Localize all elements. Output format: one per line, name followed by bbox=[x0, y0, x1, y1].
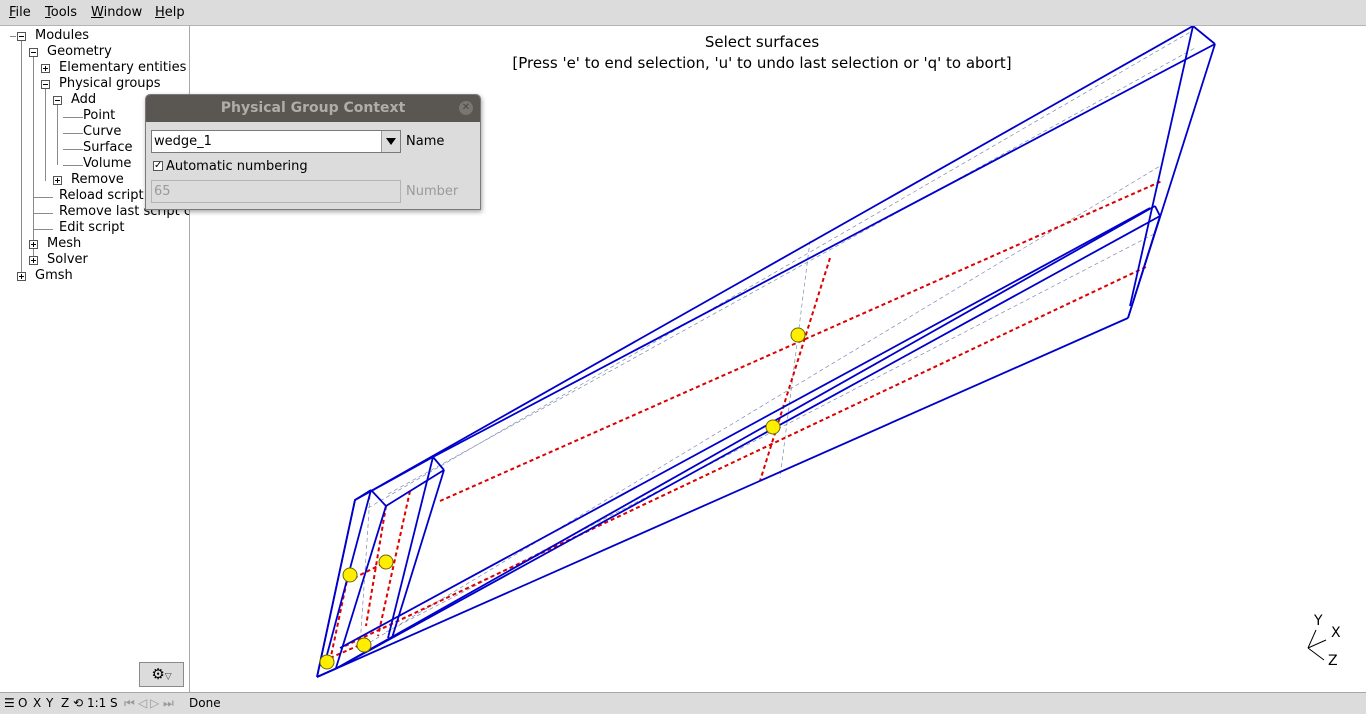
expand-gmsh-icon[interactable] bbox=[17, 272, 26, 281]
name-input[interactable] bbox=[152, 131, 384, 152]
selection-instructions: [Press 'e' to end selection, 'u' to undo… bbox=[512, 54, 1012, 72]
tree-connector bbox=[63, 133, 83, 134]
status-bar: ☰ O X Y Z ⟲ 1:1 S ⏮ ◁ ▷ ⏭ Done bbox=[0, 692, 1366, 714]
tree-item-mesh[interactable]: Mesh bbox=[47, 236, 82, 251]
close-icon[interactable]: ✕ bbox=[459, 101, 473, 115]
animation-play-icon[interactable]: ▷ bbox=[150, 696, 160, 710]
name-label: Name bbox=[406, 134, 445, 149]
tree-item-reload-script[interactable]: Reload script bbox=[59, 188, 144, 203]
menu-tools[interactable]: Tools bbox=[45, 5, 78, 20]
menu-toggle-icon[interactable]: ☰ bbox=[4, 696, 15, 710]
tree-item-curve[interactable]: Curve bbox=[83, 124, 122, 139]
automatic-numbering-checkbox[interactable]: ✓ bbox=[153, 161, 163, 171]
animation-prev-icon[interactable]: ◁ bbox=[138, 696, 148, 710]
menu-bar: File Tools Window Help bbox=[0, 0, 1366, 26]
view-x-button[interactable]: X bbox=[33, 696, 42, 710]
tree-item-add[interactable]: Add bbox=[71, 92, 97, 107]
collapse-add-icon[interactable] bbox=[53, 96, 62, 105]
physical-group-context-dialog: Physical Group Context ✕ Name ✓ Automati… bbox=[145, 94, 481, 210]
tree-item-surface[interactable]: Surface bbox=[83, 140, 133, 155]
rotate-icon[interactable]: ⟲ bbox=[73, 696, 84, 710]
geometry-points bbox=[319, 327, 806, 670]
expand-remove-icon[interactable] bbox=[53, 176, 62, 185]
dropdown-arrow-icon: ▽ bbox=[164, 672, 172, 682]
graphics-viewport[interactable]: Select surfaces [Press 'e' to end select… bbox=[190, 26, 1366, 692]
select-button[interactable]: S bbox=[110, 696, 118, 710]
gear-icon: ⚙ bbox=[151, 665, 165, 683]
dialog-title[interactable]: Physical Group Context bbox=[146, 95, 480, 122]
axis-lines bbox=[1307, 629, 1327, 661]
name-combobox[interactable] bbox=[151, 130, 401, 153]
axis-label-x: X bbox=[1331, 625, 1341, 641]
tree-connector bbox=[45, 89, 46, 181]
tree-connector bbox=[10, 36, 16, 37]
scale-button[interactable]: 1:1 bbox=[87, 696, 107, 710]
tree-connector bbox=[63, 117, 83, 118]
physical-curves bbox=[329, 180, 1163, 662]
tree-item-edit-script[interactable]: Edit script bbox=[59, 220, 125, 235]
tree-connector bbox=[63, 165, 83, 166]
expand-mesh-icon[interactable] bbox=[29, 240, 38, 249]
tree-connector bbox=[63, 149, 83, 150]
tree-item-physical-groups[interactable]: Physical groups bbox=[59, 76, 161, 91]
animation-next-icon[interactable]: ⏭ bbox=[163, 696, 174, 710]
axis-triad: Y X Z bbox=[1298, 610, 1348, 672]
menu-help[interactable]: Help bbox=[155, 5, 185, 20]
status-message: Done bbox=[189, 696, 221, 710]
number-field: 65 bbox=[151, 180, 401, 203]
tree-connector bbox=[33, 213, 53, 214]
number-label: Number bbox=[406, 184, 459, 199]
tree-item-remove[interactable]: Remove bbox=[71, 172, 124, 187]
view-y-button[interactable]: Y bbox=[46, 696, 54, 710]
collapse-modules-icon[interactable] bbox=[17, 32, 26, 41]
view-z-button[interactable]: Z bbox=[61, 696, 70, 710]
tree-item-volume[interactable]: Volume bbox=[83, 156, 132, 171]
tree-connector bbox=[21, 41, 22, 277]
tree-item-modules[interactable]: Modules bbox=[35, 28, 90, 43]
animation-first-icon[interactable]: ⏮ bbox=[124, 696, 135, 710]
tree-connector bbox=[33, 57, 34, 261]
selection-prompt: Select surfaces bbox=[704, 33, 820, 51]
chevron-down-icon[interactable] bbox=[381, 131, 400, 152]
tree-connector bbox=[57, 105, 58, 165]
tree-item-gmsh[interactable]: Gmsh bbox=[35, 268, 73, 283]
expand-elementary-entities-icon[interactable] bbox=[41, 64, 50, 73]
menu-file[interactable]: File bbox=[9, 5, 31, 20]
collapse-physical-groups-icon[interactable] bbox=[41, 80, 50, 89]
expand-solver-icon[interactable] bbox=[29, 256, 38, 265]
tree-item-elementary-entities[interactable]: Elementary entities bbox=[59, 60, 187, 75]
axis-label-y: Y bbox=[1314, 613, 1323, 629]
automatic-numbering-label[interactable]: Automatic numbering bbox=[166, 159, 308, 174]
tree-connector bbox=[33, 229, 53, 230]
tree-connector bbox=[33, 197, 53, 198]
hidden-edges bbox=[359, 30, 1196, 647]
gear-menu-button[interactable]: ⚙▽ bbox=[139, 662, 184, 687]
tree-item-point[interactable]: Point bbox=[83, 108, 116, 123]
axis-label-z: Z bbox=[1328, 653, 1338, 669]
geometry-wireframe bbox=[316, 26, 1216, 678]
view-origin-button[interactable]: O bbox=[18, 696, 28, 710]
checkmark-icon: ✓ bbox=[154, 160, 163, 171]
tree-item-geometry[interactable]: Geometry bbox=[47, 44, 112, 59]
menu-window[interactable]: Window bbox=[91, 5, 143, 20]
tree-item-solver[interactable]: Solver bbox=[47, 252, 88, 267]
collapse-geometry-icon[interactable] bbox=[29, 48, 38, 57]
